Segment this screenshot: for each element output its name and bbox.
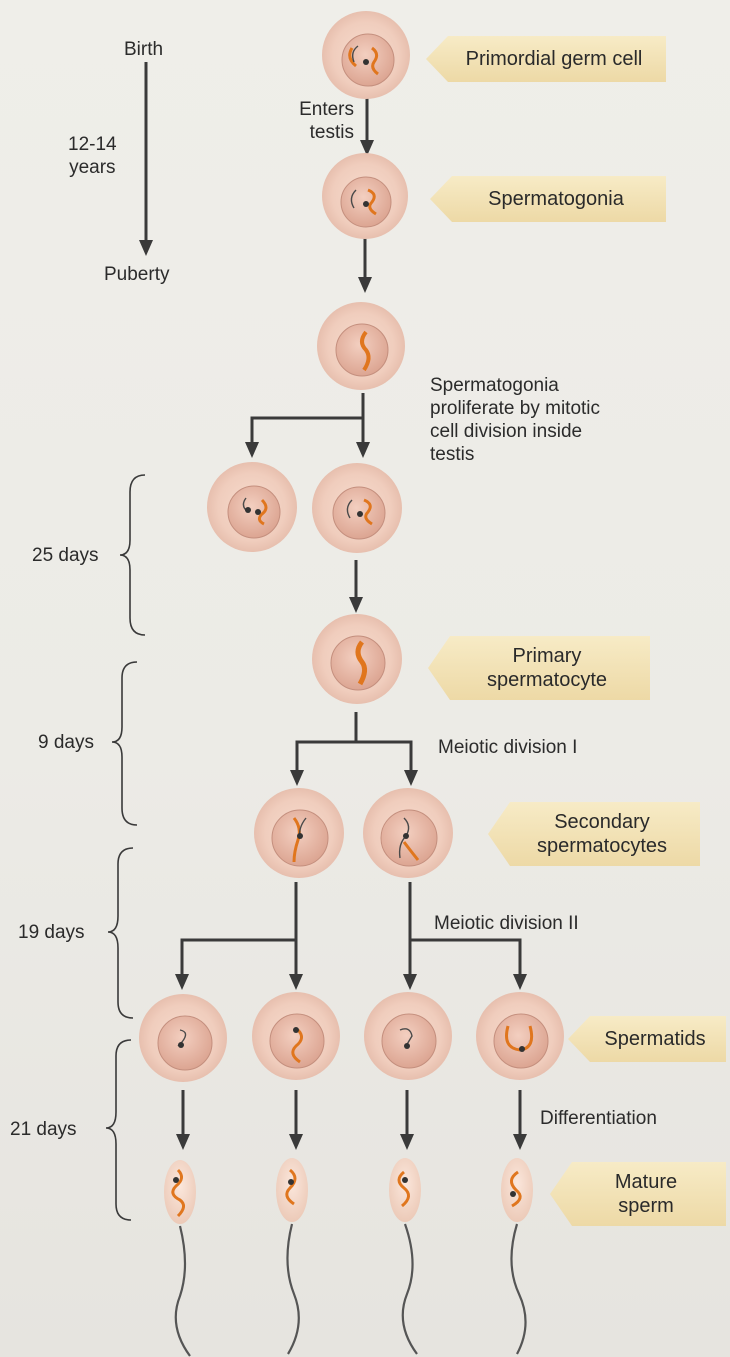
duration-braces <box>106 475 145 1220</box>
mature-sperm-4 <box>501 1158 533 1354</box>
brace-21-days <box>106 1040 131 1220</box>
tag-primordial-germ-cell: Primordial germ cell <box>426 36 666 82</box>
cell-spermatogonia <box>322 153 408 239</box>
cell-mitotic-left <box>207 462 297 552</box>
timeline-years-label: 12-14 years <box>68 133 117 179</box>
mature-sperm-2 <box>276 1158 308 1354</box>
tag-secondary-spermatocytes: Secondary spermatocytes <box>488 802 700 866</box>
annotation-proliferate: Spermatogonia proliferate by mitotic cel… <box>430 374 600 466</box>
duration-25-days: 25 days <box>32 544 99 567</box>
duration-21-days: 21 days <box>10 1118 77 1141</box>
duration-9-days: 9 days <box>38 731 94 754</box>
cell-primary-spermatocyte <box>312 614 402 704</box>
mature-sperm-1 <box>164 1160 196 1356</box>
duration-19-days: 19 days <box>18 921 85 944</box>
annotation-meiotic-division-1: Meiotic division I <box>438 736 577 759</box>
timeline-puberty-label: Puberty <box>104 263 169 286</box>
cell-secondary-left <box>254 788 344 878</box>
brace-19-days <box>108 848 133 1018</box>
cell-mitotic-right <box>312 463 402 553</box>
tag-spermatogonia: Spermatogonia <box>430 176 666 222</box>
cell-primordial <box>322 11 410 99</box>
cell-secondary-right <box>363 788 453 878</box>
cell-spermatid-3 <box>364 992 452 1080</box>
tag-primary-spermatocyte: Primary spermatocyte <box>428 636 650 700</box>
tag-spermatids: Spermatids <box>568 1016 726 1062</box>
annotation-differentiation: Differentiation <box>540 1107 657 1130</box>
timeline-birth-label: Birth <box>124 38 163 61</box>
mature-sperm-3 <box>389 1158 421 1354</box>
annotation-meiotic-division-2: Meiotic division II <box>434 912 579 935</box>
tag-mature-sperm: Mature sperm <box>550 1162 726 1226</box>
brace-9-days <box>112 662 137 825</box>
cell-spermatid-4 <box>476 992 564 1080</box>
brace-25-days <box>120 475 145 635</box>
cell-spermatogonia-division <box>317 302 405 390</box>
cell-spermatid-2 <box>252 992 340 1080</box>
enters-testis-label: Enters testis <box>288 98 354 144</box>
cell-spermatid-1 <box>139 994 227 1082</box>
